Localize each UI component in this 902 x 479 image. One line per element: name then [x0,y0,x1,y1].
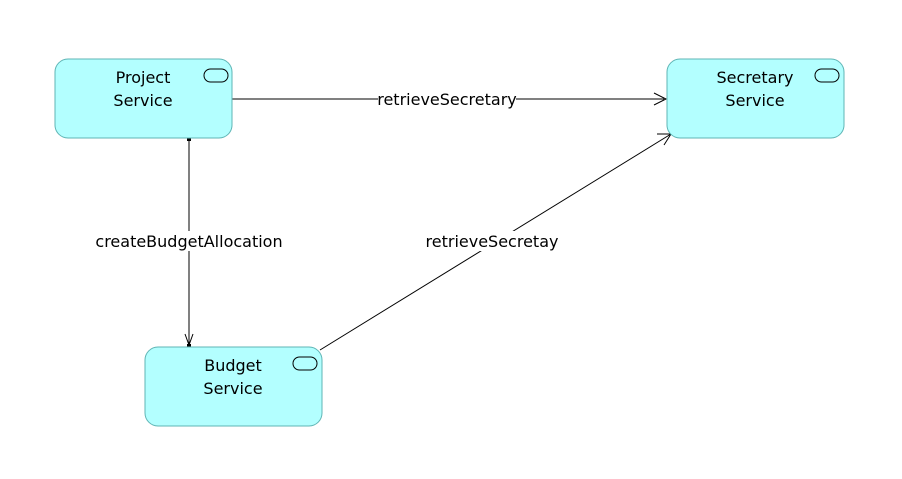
node-budget-service[interactable]: Budget Service [144,346,323,427]
service-icon [814,68,840,83]
node-name: Secretary [717,68,794,87]
edge-label-bg [378,89,516,109]
node-project-service[interactable]: Project Service [54,58,233,139]
edge-project-to-budget[interactable]: createBudgetAllocation [94,137,284,348]
edge-source-anchor [187,137,191,141]
node-secretary-service[interactable]: Secretary Service [666,58,845,139]
node-box [666,58,845,139]
edge-label-bg [94,231,284,251]
node-name: Service [203,379,262,398]
service-icon [203,68,229,83]
edge-label-bg [427,231,557,251]
edge-label: retrieveSecretay [426,232,559,251]
edge-label: createBudgetAllocation [95,232,282,251]
node-box [54,58,233,139]
arrowhead-icon [653,92,668,106]
node-box [144,346,323,427]
edge-budget-to-secretary[interactable]: retrieveSecretay [319,133,672,351]
service-icon [292,356,318,371]
node-name: Budget [204,356,262,375]
arrowhead-icon [184,333,194,347]
node-name: Service [113,91,172,110]
node-name: Service [725,91,784,110]
node-name: Project [116,68,171,87]
edge-project-to-secretary[interactable]: retrieveSecretary [232,89,668,109]
edge-label: retrieveSecretary [377,90,517,109]
